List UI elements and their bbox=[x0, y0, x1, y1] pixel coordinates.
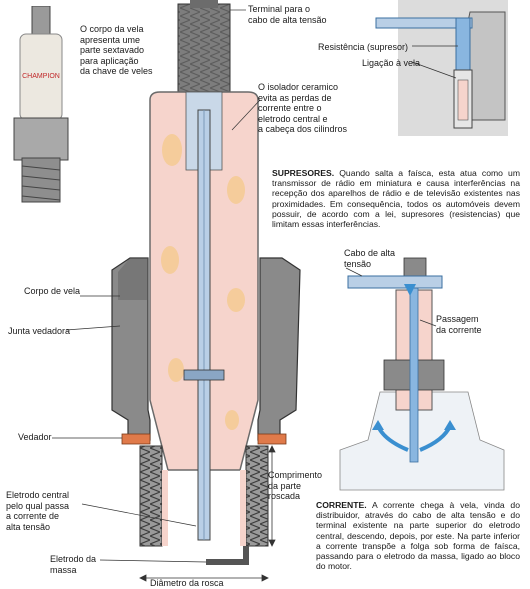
label-passagem: Passagem da corrente bbox=[436, 314, 482, 335]
label-corpo-sextavado: O corpo da vela apresenta ume parte sext… bbox=[80, 24, 153, 76]
supresores-title: SUPRESORES. bbox=[272, 168, 335, 178]
label-resistencia: Resistência (supresor) bbox=[318, 42, 409, 52]
label-cabo-alta: Cabo de alta tensão bbox=[344, 248, 396, 269]
corrente-title: CORRENTE. bbox=[316, 500, 367, 510]
label-diametro: Diâmetro da rosca bbox=[150, 578, 224, 588]
label-corpo-vela: Corpo de vela bbox=[24, 286, 81, 296]
seal-ring bbox=[121, 433, 287, 445]
label-comprimento: Comprimento da parte roscada bbox=[268, 470, 323, 501]
label-terminal: Terminal para o cabo de alta tensão bbox=[248, 4, 327, 25]
corrente-text: A corrente chega à vela, vinda do distri… bbox=[316, 500, 520, 572]
leader-lines bbox=[52, 9, 261, 563]
central-electrode bbox=[183, 91, 225, 541]
metal-body bbox=[111, 257, 301, 441]
label-ligacao: Ligação à vela bbox=[362, 58, 421, 68]
label-eletrodo-central: Eletrodo central pelo qual passa a corre… bbox=[6, 490, 70, 532]
threaded-part bbox=[139, 445, 269, 547]
label-junta: Junta vedadora bbox=[8, 326, 71, 336]
label-isolador: O isolador ceramico evita as perdas de c… bbox=[258, 82, 348, 134]
spark-plug-photo: CHAMPION bbox=[13, 6, 69, 203]
label-eletrodo-massa: Eletrodo da massa bbox=[50, 554, 97, 575]
label-vedador: Vedador bbox=[18, 432, 52, 442]
terminal-top bbox=[177, 0, 231, 95]
corrente-paragraph: CORRENTE. A corrente chega à vela, vinda… bbox=[316, 500, 520, 571]
resistor-inset bbox=[375, 0, 508, 136]
supresores-paragraph: SUPRESORES. Quando salta a faísca, esta … bbox=[272, 168, 520, 229]
current-inset bbox=[339, 257, 505, 491]
supresores-text: Quando salta a faísca, esta atua como um… bbox=[272, 168, 520, 230]
ground-electrode bbox=[206, 546, 249, 565]
dimension-lines bbox=[139, 445, 276, 582]
photo-brand-text: CHAMPION bbox=[22, 73, 60, 80]
